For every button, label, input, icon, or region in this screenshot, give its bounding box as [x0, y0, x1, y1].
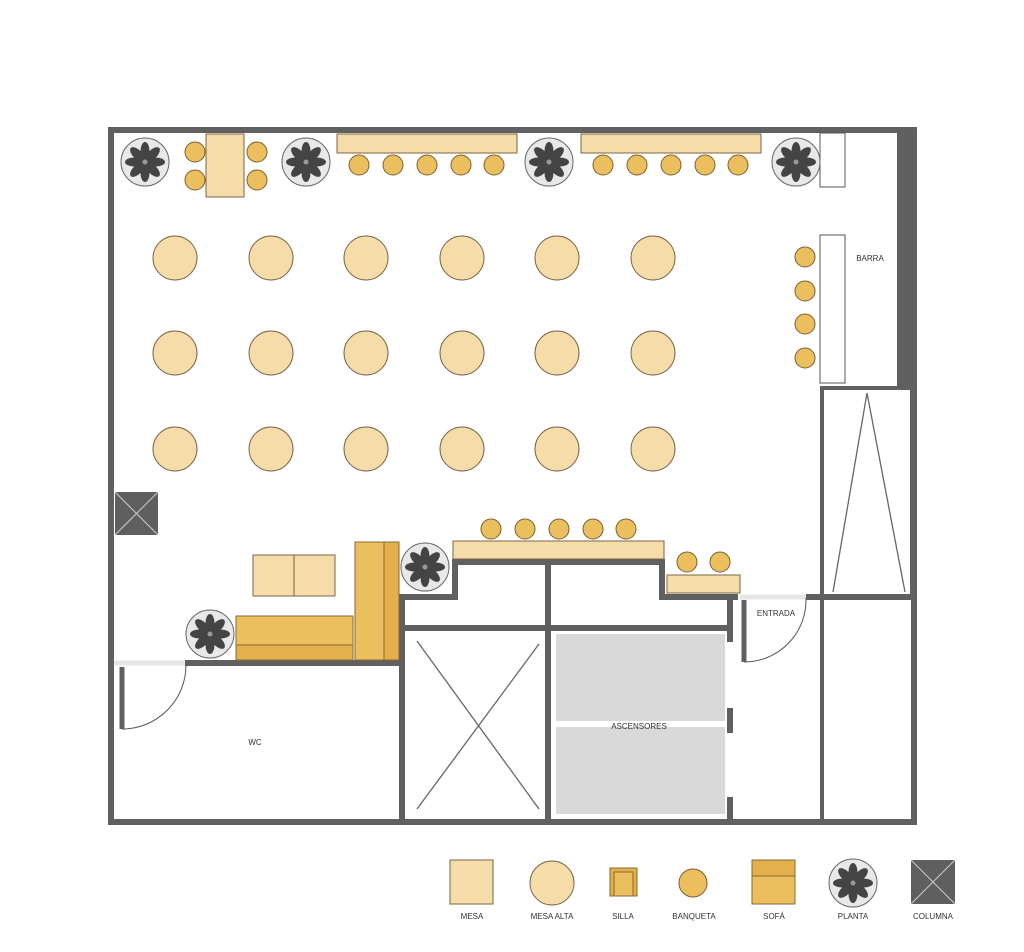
bench-table	[666, 574, 741, 594]
high-table	[152, 426, 198, 472]
table	[205, 133, 245, 198]
plant-icon	[120, 137, 170, 187]
legend-label: PLANTA	[838, 912, 869, 921]
bench-table	[580, 133, 762, 154]
legend-label: MESA ALTA	[531, 912, 574, 921]
high-table	[248, 330, 294, 376]
table	[252, 554, 295, 597]
bar-label: BARRA	[856, 254, 884, 263]
sofa-horizontal	[235, 615, 354, 661]
high-table	[248, 426, 294, 472]
bar-counter-small	[819, 132, 846, 188]
high-table	[152, 235, 198, 281]
legend-label: SILLA	[612, 912, 634, 921]
high-table	[343, 330, 389, 376]
right-shaft	[820, 386, 914, 822]
bar-counter	[819, 234, 846, 384]
high-table	[630, 330, 676, 376]
entrance-door[interactable]	[741, 597, 807, 663]
plant-icon	[400, 542, 450, 592]
legend-label: SOFÁ	[763, 912, 785, 921]
high-table	[630, 426, 676, 472]
stools-top-bench	[348, 154, 749, 176]
high-table	[152, 330, 198, 376]
bench-table	[452, 540, 665, 560]
legend-column-swatch	[910, 859, 956, 905]
plant-icon	[281, 137, 331, 187]
bar-stools	[794, 246, 816, 369]
bar-back-wall	[897, 130, 914, 386]
high-table	[439, 330, 485, 376]
high-table	[248, 235, 294, 281]
legend-sofa-swatch	[751, 859, 796, 905]
high-table	[534, 426, 580, 472]
high-table	[439, 426, 485, 472]
legend-mesa-swatch	[449, 859, 494, 905]
wc-label: WC	[248, 738, 262, 747]
legend-mesa-alta-swatch	[529, 860, 575, 906]
sofa-vertical	[354, 541, 400, 661]
interior-walls	[114, 559, 912, 822]
legend-label: MESA	[461, 912, 484, 921]
plant-icon	[185, 609, 235, 659]
legend: MESA MESA ALTA SILLA BANQUETA SOFÁ PLANT…	[449, 858, 956, 921]
stools-small-bench	[676, 551, 731, 573]
high-table	[534, 235, 580, 281]
plant-icon	[524, 137, 574, 187]
high-tables	[152, 235, 676, 472]
high-table	[343, 235, 389, 281]
high-table	[534, 330, 580, 376]
high-table	[439, 235, 485, 281]
legend-label: COLUMNA	[913, 912, 954, 921]
bench-table	[336, 133, 518, 154]
entrance-label: ENTRADA	[757, 609, 796, 618]
high-table	[343, 426, 389, 472]
high-table	[630, 235, 676, 281]
stools-mid-bench	[480, 518, 637, 540]
legend-silla-swatch	[609, 867, 638, 897]
shaft-box	[416, 640, 540, 810]
outer-wall	[108, 127, 917, 825]
table	[293, 554, 336, 597]
legend-plant-icon	[828, 858, 878, 908]
legend-banqueta-swatch	[678, 868, 708, 898]
elevators-label: ASCENSORES	[611, 722, 667, 731]
column-left	[114, 491, 159, 536]
elevators	[556, 634, 725, 814]
plant-icon	[771, 137, 821, 187]
stools-top-table	[184, 141, 268, 191]
legend-label: BANQUETA	[672, 912, 716, 921]
wc-door[interactable]	[119, 664, 187, 730]
